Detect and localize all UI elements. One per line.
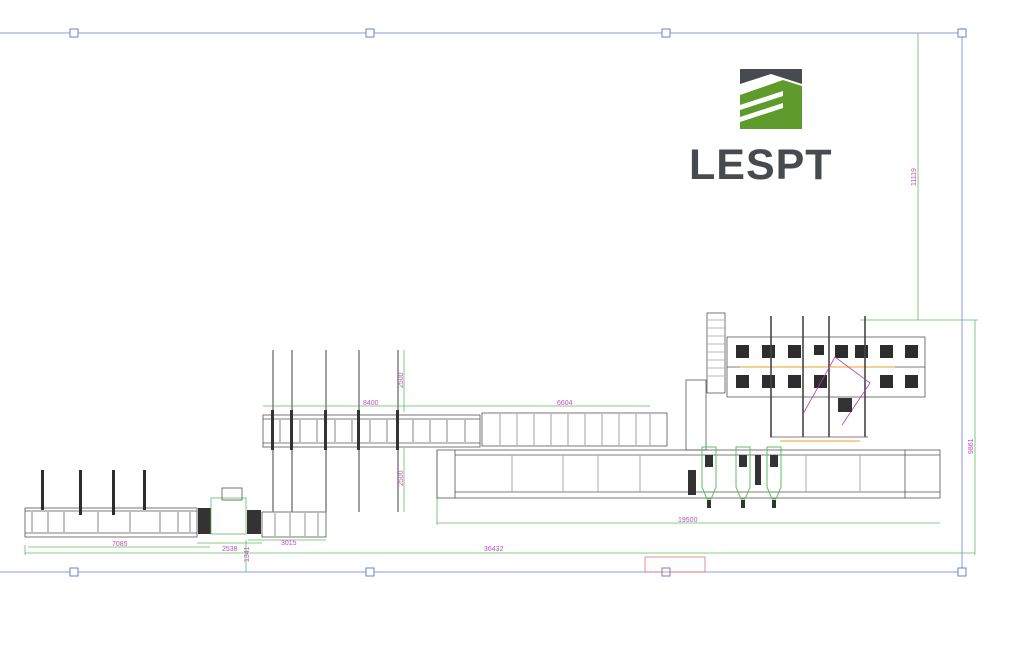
sawing-machine: [198, 487, 327, 538]
dim-right-height: 9861: [968, 438, 975, 454]
logo-text: LESPT: [689, 141, 833, 189]
roller-table: [481, 412, 668, 447]
dim-transfer-length: 8400: [363, 400, 379, 407]
dim-roller-length: 6604: [557, 400, 573, 407]
handle-bottom-1[interactable]: [69, 567, 79, 577]
dimension-lines: [24, 33, 978, 572]
transfer-conveyor: [262, 350, 481, 512]
handle-top-2[interactable]: [365, 28, 375, 38]
dim-infeed-conveyor: 7085: [112, 541, 128, 548]
handle-top-3[interactable]: [661, 28, 671, 38]
handle-bottom-2[interactable]: [365, 567, 375, 577]
dim-main-line: 19500: [678, 517, 698, 524]
dim-arm-lower: 2500: [398, 470, 405, 486]
handle-top-4[interactable]: [957, 28, 967, 38]
bending-station: [685, 312, 926, 451]
handle-bottom-4[interactable]: [957, 567, 967, 577]
dim-machine-width: 2538: [222, 546, 238, 553]
dim-offset: 1341: [244, 546, 251, 562]
press-units: [688, 446, 782, 508]
dim-overall-length: 36432: [484, 546, 504, 553]
dim-arm-upper: 2500: [398, 372, 405, 388]
handle-top-1[interactable]: [69, 28, 79, 38]
dim-top-height: 11119: [911, 168, 918, 186]
dim-outfeed-conveyor: 3015: [281, 540, 297, 547]
drawing-frame: [0, 28, 967, 577]
title-block-marker: [644, 556, 706, 573]
infeed-conveyor: [24, 470, 198, 538]
lespt-logo: LESPT: [689, 69, 833, 189]
dimension-labels: 7085 2538 3015 1341 36432 8400 6604 2500…: [112, 168, 975, 562]
